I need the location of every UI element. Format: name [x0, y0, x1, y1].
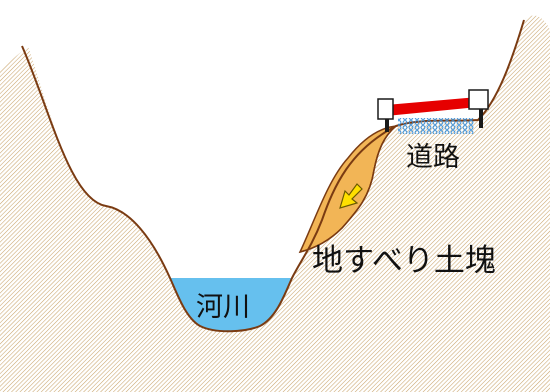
river-water [170, 278, 292, 332]
movement-arrow-icon [339, 183, 363, 209]
road-bridge [377, 89, 489, 132]
landslide-mass-label: 地すべり土塊 [312, 243, 496, 279]
bridge-pier-right [479, 108, 483, 128]
ground-body [0, 15, 550, 392]
road-foundation [398, 118, 474, 134]
river-label: 河川 [196, 292, 250, 323]
slip-surface-line [299, 125, 397, 253]
road-label: 道路 [406, 142, 460, 173]
bridge-deck [386, 97, 478, 116]
bridge-abutment-right [468, 89, 489, 110]
bridge-abutment-left [377, 98, 394, 120]
bridge-pier-left [385, 112, 389, 132]
